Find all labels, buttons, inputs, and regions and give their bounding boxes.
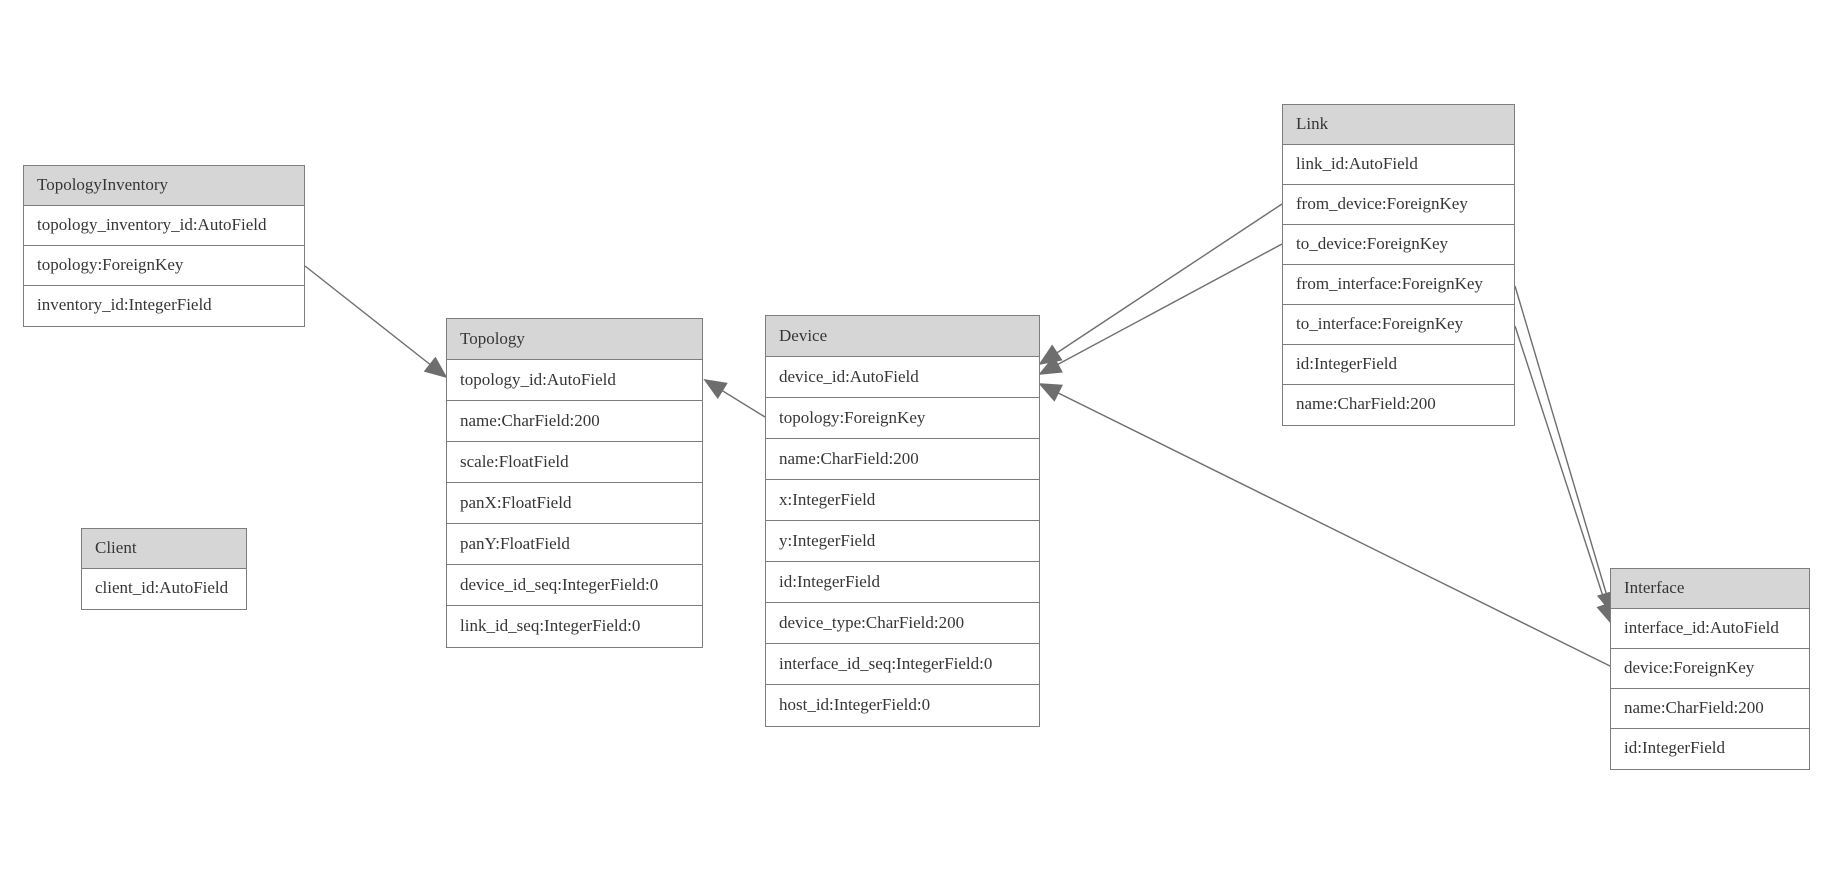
link-field-from_interface: from_interface:ForeignKey xyxy=(1283,265,1514,305)
interface-field-name: name:CharField:200 xyxy=(1611,689,1809,729)
interface-field-device: device:ForeignKey xyxy=(1611,649,1809,689)
device-header: Device xyxy=(766,316,1039,357)
interface-header: Interface xyxy=(1611,569,1809,609)
device-field-id: id:IntegerField xyxy=(766,562,1039,603)
topology-field-topology_id: topology_id:AutoField xyxy=(447,360,702,401)
relationship-link-from_device-to-device xyxy=(1038,203,1283,366)
client-header: Client xyxy=(82,529,246,569)
topology-field-name: name:CharField:200 xyxy=(447,401,702,442)
topologyinventory-field-topology_inventory_id: topology_inventory_id:AutoField xyxy=(24,206,304,246)
interface-field-interface_id: interface_id:AutoField xyxy=(1611,609,1809,649)
link-field-from_device: from_device:ForeignKey xyxy=(1283,185,1514,225)
relationship-link-to_device-to-device xyxy=(1038,243,1283,375)
relationship-device-topology-to-topology xyxy=(703,379,766,418)
link-field-to_interface: to_interface:ForeignKey xyxy=(1283,305,1514,345)
device-field-host_id: host_id:IntegerField:0 xyxy=(766,685,1039,726)
relationship-link-from_interface-to-interface xyxy=(1514,285,1616,615)
device-field-device_id: device_id:AutoField xyxy=(766,357,1039,398)
device-field-interface_id_seq: interface_id_seq:IntegerField:0 xyxy=(766,644,1039,685)
device-field-topology: topology:ForeignKey xyxy=(766,398,1039,439)
relationship-link-to_interface-to-interface xyxy=(1514,325,1615,626)
topology-field-scale: scale:FloatField xyxy=(447,442,702,483)
device-field-name: name:CharField:200 xyxy=(766,439,1039,480)
topologyinventory-header: TopologyInventory xyxy=(24,166,304,206)
device-field-x: x:IntegerField xyxy=(766,480,1039,521)
relationship-interface-device-to-device xyxy=(1038,383,1611,667)
topology-field-panX: panX:FloatField xyxy=(447,483,702,524)
link-field-name: name:CharField:200 xyxy=(1283,385,1514,425)
topology-field-panY: panY:FloatField xyxy=(447,524,702,565)
topology-field-link_id_seq: link_id_seq:IntegerField:0 xyxy=(447,606,702,647)
relationship-topologyinventory-topology-to-topology xyxy=(304,265,448,379)
link-field-to_device: to_device:ForeignKey xyxy=(1283,225,1514,265)
link-header: Link xyxy=(1283,105,1514,145)
link-field-link_id: link_id:AutoField xyxy=(1283,145,1514,185)
client-field-client_id: client_id:AutoField xyxy=(82,569,246,609)
device-field-device_type: device_type:CharField:200 xyxy=(766,603,1039,644)
link-field-id: id:IntegerField xyxy=(1283,345,1514,385)
topologyinventory-field-topology: topology:ForeignKey xyxy=(24,246,304,286)
topologyinventory-field-inventory_id: inventory_id:IntegerField xyxy=(24,286,304,326)
topology-field-device_id_seq: device_id_seq:IntegerField:0 xyxy=(447,565,702,606)
device-field-y: y:IntegerField xyxy=(766,521,1039,562)
topology-header: Topology xyxy=(447,319,702,360)
interface-field-id: id:IntegerField xyxy=(1611,729,1809,769)
